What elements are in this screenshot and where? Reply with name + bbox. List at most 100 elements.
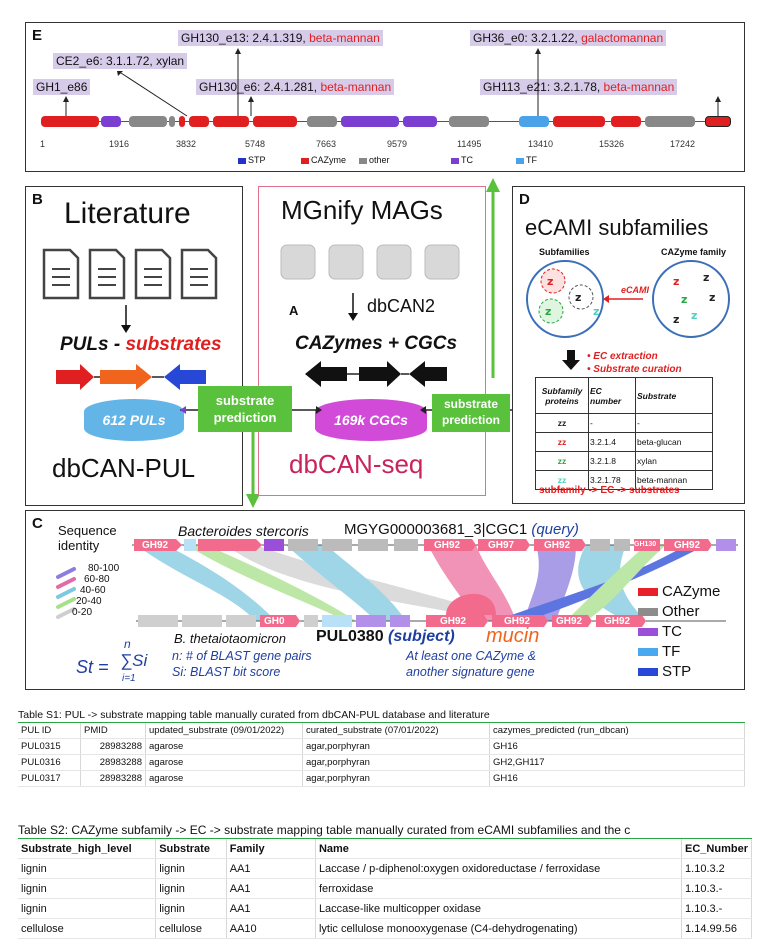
legend-item: other	[359, 155, 390, 165]
identity-range: 40-60	[80, 585, 106, 596]
dbcan-pul-name: dbCAN-PUL	[52, 453, 196, 483]
table-cell: PUL0317	[18, 770, 81, 787]
table-cell: agarose	[145, 738, 303, 755]
subject-gene-label: GH92	[440, 616, 467, 627]
table-row: lignin lignin AA1 ferroxidase 1.10.3.-	[18, 878, 752, 899]
ecami-footer: subfamily -> EC -> substrates	[539, 485, 680, 496]
panel-e: E GH130_e13: 2.4.1.319, beta-mannan GH36…	[25, 22, 745, 172]
legend-item: TF	[638, 643, 680, 660]
table-s1-title: Table S1: PUL -> substrate mapping table…	[18, 709, 490, 721]
table-cell: agar,porphyran	[302, 754, 490, 771]
subfamily-icon: zz	[535, 451, 589, 471]
td-ec: 3.2.1.78	[588, 470, 636, 490]
axis-tick: 11495	[457, 139, 482, 149]
table-s2-title: Table S2: CAZyme subfamily -> EC -> subs…	[18, 823, 631, 837]
axis-tick: 5748	[245, 139, 266, 149]
panel-a: MGnify MAGs A dbCAN2 CAZymes + CGCs 169k…	[258, 186, 486, 496]
table-cell: GH16	[489, 738, 745, 755]
mag-cube-icons	[280, 244, 460, 280]
formula-lhs: St =	[76, 657, 109, 677]
pul-database-icon: 612 PULs	[84, 399, 184, 441]
table-cell: 28983288	[80, 754, 146, 771]
svg-text:z: z	[545, 305, 551, 318]
cgc-database-icon: 169k CGCs	[315, 399, 427, 441]
identity-range: 20-40	[76, 596, 102, 607]
gene-cazyme	[705, 116, 731, 127]
table-header: updated_substrate (09/01/2022)	[145, 723, 303, 739]
subject-id: PUL0380 (subject)	[316, 628, 455, 645]
axis-tick: 13410	[528, 139, 554, 149]
gene-label-gh36-e0: GH36_e0: 3.2.1.22, galactomannan	[470, 30, 667, 46]
subject-gene-label: GH0	[264, 616, 285, 627]
table-cell: AA1	[226, 878, 316, 899]
gene-label-gh130-e13: GH130_e13: 2.4.1.319, beta-mannan	[178, 30, 383, 46]
down-arrow-icon	[121, 305, 131, 333]
table-cell: agar,porphyran	[302, 770, 490, 787]
table-cell: 1.14.99.56	[681, 918, 752, 939]
gene-other	[449, 116, 489, 127]
dbcan-seq-name: dbCAN-seq	[289, 449, 424, 479]
cazyme-family-label: CAZyme family	[661, 247, 727, 257]
svg-text:z: z	[691, 309, 697, 322]
panel-b: B Literature PULs - substrates 612 PULs …	[25, 186, 243, 506]
table-cell: lignin	[18, 858, 157, 879]
gene-label-gh130-e6: GH130_e6: 2.4.1.281, beta-mannan	[196, 79, 395, 95]
table-cell: ferroxidase	[315, 878, 683, 899]
table-cell: PUL0315	[18, 738, 81, 755]
svg-text:z: z	[673, 313, 679, 326]
table-cell: agarose	[145, 770, 303, 787]
gene-cazyme	[169, 116, 175, 127]
th-ec: EC number	[588, 377, 636, 414]
table-header: EC_Number	[681, 839, 752, 859]
table-cell: lignin	[18, 878, 157, 899]
subject-gene-label: GH92	[604, 616, 631, 627]
table-cell: AA1	[226, 858, 316, 879]
table-cell: 28983288	[80, 770, 146, 787]
axis-tick: 15326	[599, 139, 625, 149]
gene-tf	[519, 116, 549, 127]
cgc-gene-arrows	[305, 361, 447, 387]
table-cell: agar,porphyran	[302, 738, 490, 755]
panel-d-label: D	[519, 191, 530, 208]
mgnify-title: MGnify MAGs	[281, 195, 443, 225]
black-down-arrow-icon	[562, 350, 580, 370]
table-header: cazymes_predicted (run_dbcan)	[489, 723, 745, 739]
svg-text:z: z	[593, 305, 599, 318]
document-icon-row	[42, 248, 218, 300]
table-cell: cellulose	[18, 918, 157, 939]
query-gene-label: GH92	[674, 540, 701, 551]
genome-track	[41, 114, 731, 129]
table-cell: lytic cellulose monooxygenase (C4-dehydr…	[315, 918, 683, 939]
table-cell: lignin	[155, 898, 227, 919]
axis-tick: 9579	[387, 139, 408, 149]
flow-arrows	[246, 178, 500, 508]
table-header: Name	[315, 839, 683, 859]
table-row: cellulose cellulose AA10 lytic cellulose…	[18, 918, 752, 939]
table-cell: GH16	[489, 770, 745, 787]
td-substrate: xylan	[635, 451, 713, 471]
query-id: MGYG000003681_3|CGC1 (query)	[344, 521, 579, 538]
synteny-diagram	[56, 539, 738, 627]
gene-other	[307, 116, 337, 127]
svg-text:z: z	[709, 291, 715, 304]
table-cell: AA10	[226, 918, 316, 939]
legend-item: STP	[638, 663, 691, 680]
table-cell: lignin	[155, 858, 227, 879]
table-cell: PUL0316	[18, 754, 81, 771]
table-cell: Laccase-like multicopper oxidase	[315, 898, 683, 919]
td-ec: -	[588, 413, 636, 433]
td-ec: 3.2.1.8	[588, 451, 636, 471]
panel-c: C Sequence identity Bacteroides stercori…	[25, 510, 745, 690]
dbcan2-label: dbCAN2	[367, 296, 436, 316]
gene-label-gh1-e86: GH1_e86	[33, 79, 91, 95]
table-cell: agarose	[145, 754, 303, 771]
substrate-prediction-box-left: substrate prediction	[198, 386, 292, 432]
legend-item: TC	[638, 623, 682, 640]
table-s1: PUL ID PMID updated_substrate (09/01/202…	[18, 723, 745, 787]
table-cell: AA1	[226, 898, 316, 919]
query-gene-label: GH92	[142, 540, 169, 551]
gene-cazyme	[189, 116, 209, 127]
cgc-title: CAZymes + CGCs	[295, 333, 458, 354]
table-s2-green-rule	[18, 838, 752, 839]
puls-substrates-label: PULs - substrates	[60, 334, 222, 355]
